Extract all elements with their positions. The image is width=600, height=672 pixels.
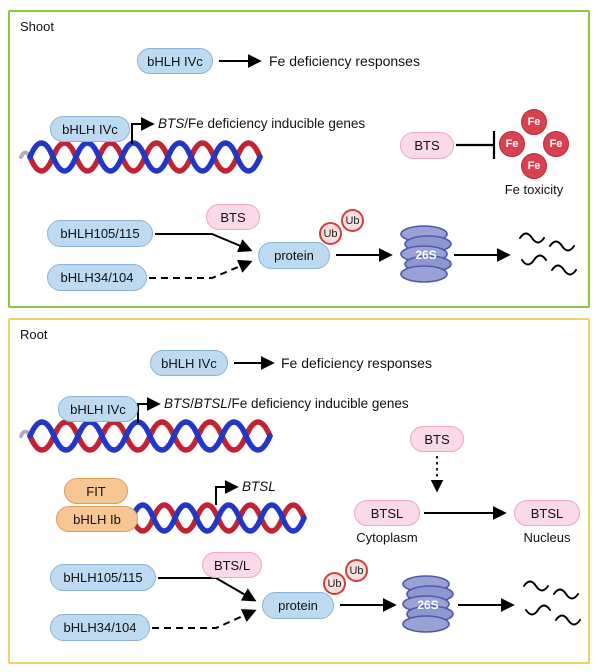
cytoplasm-caption: Cytoplasm: [356, 530, 418, 545]
root-bhlh-ib-pill: bHLH Ib: [56, 506, 138, 532]
root-btsl-e3-pill: BTS/L: [202, 552, 262, 578]
root-btsl-gene-text: BTSL: [242, 479, 276, 494]
shoot-bts-e3-pill: BTS: [206, 204, 260, 230]
root-panel-label: Root: [20, 327, 48, 342]
root-fit-pill: FIT: [64, 478, 128, 504]
root-btsl-cytoplasm-pill: BTSL: [354, 500, 420, 526]
shoot-degraded-peptides: [519, 232, 577, 276]
shoot-bhlh-ivc-pill-promoter: bHLH IVc: [50, 116, 130, 142]
shoot-bhlh105-pill: bHLH105/115: [47, 220, 153, 247]
shoot-dna-helix: [19, 140, 263, 174]
root-overlay-graphics: 26S: [19, 356, 581, 633]
root-proteasome-label: 26S: [417, 598, 438, 612]
fe-toxicity-caption: Fe toxicity: [504, 182, 564, 197]
root-gene-btsl: BTSL: [194, 396, 228, 411]
shoot-panel-label: Shoot: [20, 19, 54, 34]
shoot-protein-pill: protein: [258, 242, 330, 269]
root-bts-pill: BTS: [410, 426, 464, 452]
shoot-bts-pill-toxicity: BTS: [400, 132, 454, 159]
root-gene-label: BTS/BTSL/Fe deficiency inducible genes: [164, 396, 409, 411]
root-btsl-gene-label: BTSL: [242, 479, 276, 494]
root-ub-circle-2: Ub: [345, 559, 368, 582]
shoot-proteasome-label: 26S: [415, 248, 436, 262]
shoot-bhlh34-dashed-arrow: [149, 259, 253, 279]
root-bhlh105-pill: bHLH105/115: [50, 564, 156, 591]
shoot-ub-circle-1: Ub: [319, 222, 342, 245]
root-bhlh-ivc-pill-promoter: bHLH IVc: [58, 396, 138, 422]
shoot-ub-circle-2: Ub: [341, 209, 364, 232]
fe-circle-top: Fe: [521, 109, 547, 135]
root-gene-slash: /: [190, 396, 195, 411]
shoot-transcription-arrow: [131, 117, 155, 144]
shoot-proteasome-26s: 26S: [400, 225, 452, 283]
nucleus-caption: Nucleus: [523, 530, 571, 545]
root-transcription-arrow-upper: [137, 397, 161, 423]
shoot-overlay-graphics: 26S: [19, 54, 577, 283]
fe-circle-left: Fe: [499, 131, 525, 157]
shoot-inhibition-line: [456, 131, 496, 159]
root-proteasome-26s: 26S: [402, 575, 454, 633]
root-bhlh-ivc-pill-top: bHLH IVc: [150, 350, 228, 376]
shoot-gene-rest: /Fe deficiency inducible genes: [184, 116, 366, 131]
shoot-gene-label: BTS/Fe deficiency inducible genes: [158, 116, 365, 131]
root-bhlh34-dashed-arrow: [152, 609, 257, 629]
shoot-panel: 26S Shoot bHLH IVc Fe deficiency respons…: [8, 10, 590, 308]
root-degraded-peptides: [523, 580, 581, 626]
shoot-bhlh-ivc-pill-top: bHLH IVc: [137, 48, 213, 74]
root-btsl-nucleus-pill: BTSL: [514, 500, 580, 526]
root-transcription-arrow-lower: [215, 480, 239, 505]
shoot-bhlh105-arrow: [155, 233, 253, 253]
shoot-fe-deficiency-responses-text: Fe deficiency responses: [269, 53, 420, 69]
root-ub-circle-1: Ub: [323, 572, 346, 595]
root-gene-bts: BTS: [164, 396, 191, 411]
fe-circle-bottom: Fe: [521, 153, 547, 179]
root-bhlh105-arrow: [158, 577, 257, 602]
root-protein-pill: protein: [262, 592, 334, 619]
shoot-gene-bts: BTS: [158, 116, 185, 131]
root-fe-deficiency-responses-text: Fe deficiency responses: [281, 355, 432, 371]
fe-circle-right: Fe: [543, 131, 569, 157]
root-bhlh34-pill: bHLH34/104: [50, 614, 150, 641]
root-dna-helix-upper: [19, 419, 273, 453]
root-panel: 26S Root bHLH IVc Fe deficiency response…: [8, 318, 590, 664]
shoot-bhlh34-pill: bHLH34/104: [47, 264, 147, 291]
root-dna-helix-lower: [129, 502, 307, 534]
root-gene-rest: /Fe deficiency inducible genes: [227, 396, 409, 411]
